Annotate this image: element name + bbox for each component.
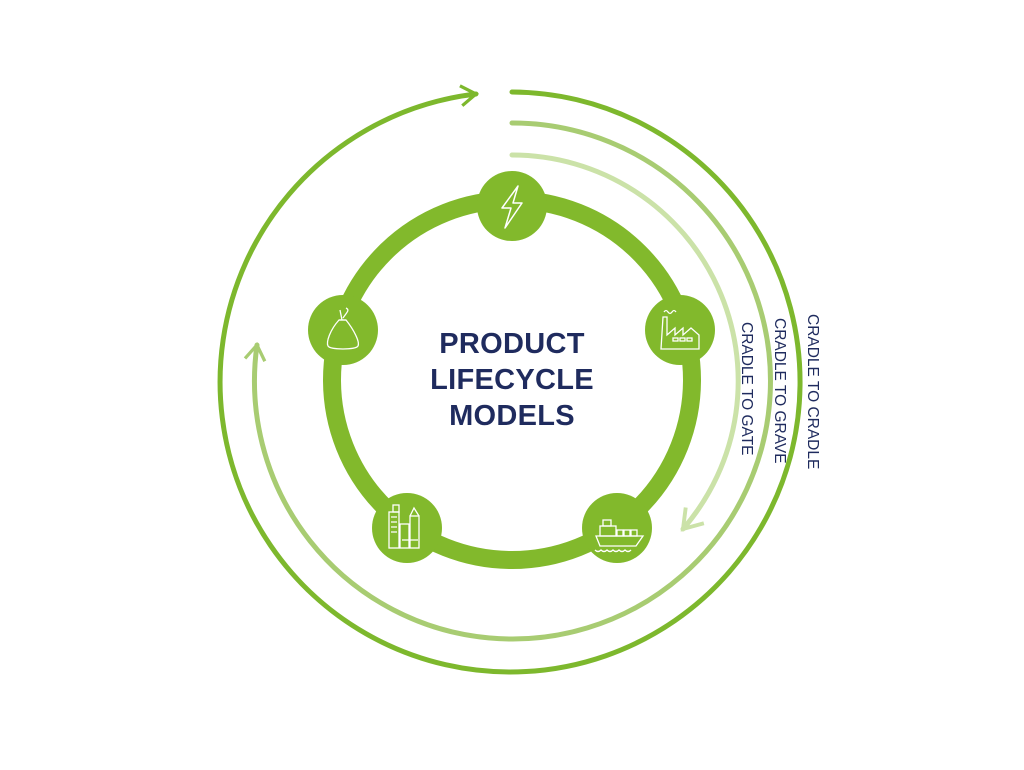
cargo-ship-icon <box>594 519 645 553</box>
garbage-bag-icon <box>326 307 360 350</box>
cradle-to-cradle-arc <box>217 84 803 675</box>
cradle-to-cradle-label: CRADLE TO CRADLE <box>804 314 821 469</box>
stage-disposal <box>308 295 378 365</box>
lightning-bolt-icon <box>501 185 523 229</box>
cradle-to-grave-arc <box>243 120 773 642</box>
stage-use <box>372 493 442 563</box>
title-line-3: MODELS <box>449 400 575 432</box>
stage-energy <box>477 171 547 241</box>
title-line-1: PRODUCT <box>439 328 585 360</box>
cradle-to-grave-label: CRADLE TO GRAVE <box>771 318 788 464</box>
cradle-to-gate-arc <box>509 152 741 532</box>
stage-transport <box>582 493 652 563</box>
factory-icon <box>660 309 700 350</box>
stage-manufacturing <box>645 295 715 365</box>
city-buildings-icon <box>388 504 420 549</box>
cradle-to-gate-label: CRADLE TO GATE <box>738 322 755 456</box>
title-line-2: LIFECYCLE <box>430 364 594 396</box>
diagram-title: PRODUCT LIFECYCLE MODELS <box>392 326 632 434</box>
